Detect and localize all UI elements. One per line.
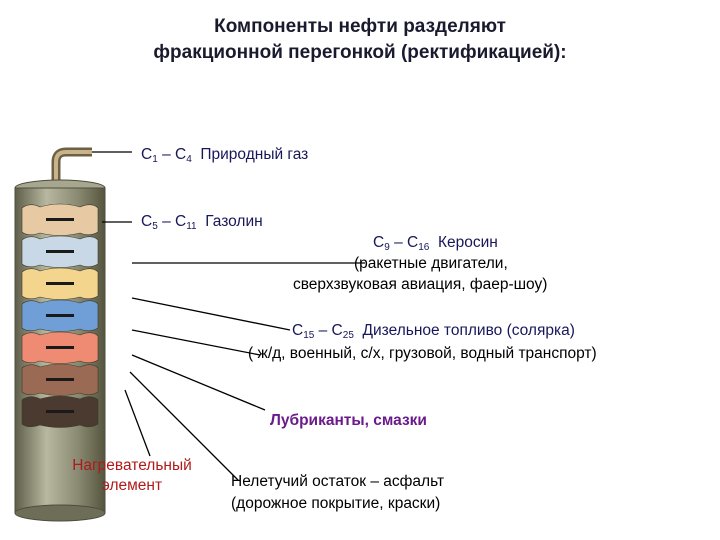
residue-line-1: Нелетучий остаток – асфальт (231, 473, 445, 490)
tray-plate (46, 218, 74, 221)
connector-lines (92, 151, 365, 481)
label-heater: Нагревательный элемент (72, 457, 192, 494)
tray-plate (46, 250, 74, 253)
top-pipe (51, 147, 92, 185)
fraction-layers (21, 203, 99, 428)
line-diesel-use (131, 329, 261, 356)
kerosene-use-line-1: (ракетные двигатели, (354, 255, 508, 272)
residue-line-2: (дорожное покрытие, краски) (231, 495, 441, 512)
label-gasoline: C5 – C11 Газолин (141, 213, 263, 232)
title-line-1: Компоненты нефти разделяют (214, 16, 506, 37)
line-diesel (131, 297, 291, 331)
page-title: Компоненты нефти разделяют фракционной п… (0, 14, 720, 66)
tray-plate (46, 282, 74, 285)
tray-plate (46, 346, 74, 349)
tray-plate (46, 314, 74, 317)
label-diesel: C15 – C25 Дизельное топливо (солярка) (292, 322, 575, 341)
diesel-use: ( ж/д, военный, с/х, грузовой, водный тр… (248, 345, 597, 362)
title-line-2: фракционной перегонкой (ректификацией): (153, 42, 567, 63)
label-gas: C1 – C4 Природный газ (141, 146, 309, 165)
label-kerosene: C9 – C16 Керосин (373, 234, 498, 253)
kerosene-use-line-2: сверхзвуковая авиация, фаер-шоу) (293, 276, 548, 293)
tray-plate (46, 410, 74, 413)
line-lubricants (131, 354, 266, 411)
line-heater (124, 389, 151, 457)
label-lubricants: Лубриканты, смазки (270, 412, 427, 429)
tray-plate (46, 378, 74, 381)
line-residue (129, 371, 239, 481)
